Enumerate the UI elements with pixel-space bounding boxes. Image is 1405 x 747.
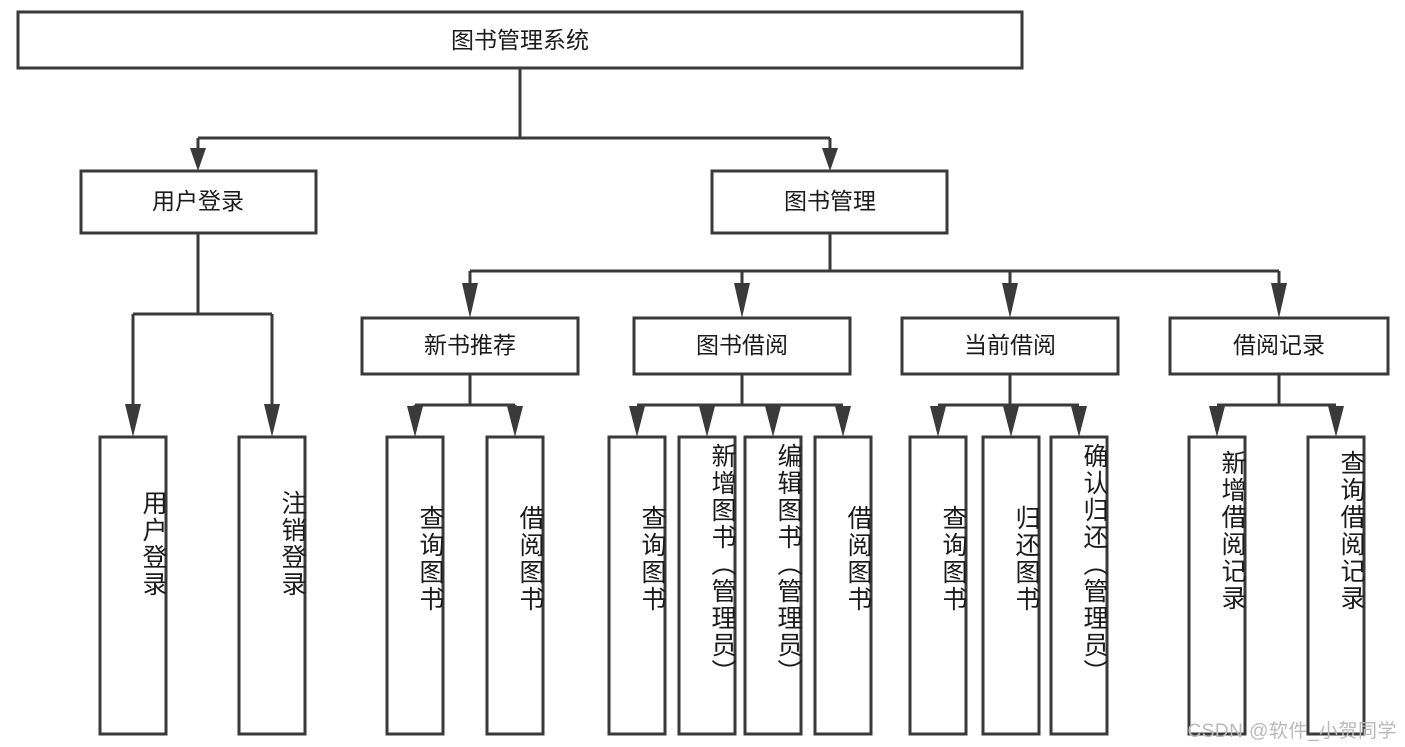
- arrow-to-leaf-query-book-recommend: [407, 406, 423, 437]
- node-user-login-box[interactable]: [79, 169, 318, 235]
- node-borrow-record-label: 借阅记录: [1233, 332, 1325, 358]
- node-leaf-user-login-box[interactable]: [98, 435, 168, 736]
- node-book-borrow-box[interactable]: [632, 316, 852, 376]
- arrow-to-book-borrow: [734, 283, 750, 318]
- node-new-book-recommend-box[interactable]: [360, 316, 580, 376]
- node-current-borrow[interactable]: 当前借阅: [900, 316, 1120, 376]
- node-book-manage-box[interactable]: [710, 169, 949, 235]
- node-leaf-query-book-current-box[interactable]: [908, 435, 968, 736]
- arrow-to-leaf-return-book: [1003, 406, 1019, 437]
- node-current-borrow-box[interactable]: [900, 316, 1120, 376]
- arrow-to-current-borrow: [1002, 283, 1018, 318]
- node-leaf-borrow-book-recommend-box[interactable]: [485, 435, 545, 736]
- node-new-book-recommend[interactable]: 新书推荐: [360, 316, 580, 376]
- node-user-login[interactable]: 用户登录: [79, 169, 318, 235]
- node-root[interactable]: 图书管理系统: [16, 10, 1024, 70]
- node-leaf-edit-book-admin-box[interactable]: [743, 435, 803, 736]
- watermark-text: CSDN @软件_小贺同学: [1187, 721, 1397, 742]
- node-user-login-label: 用户登录: [152, 188, 244, 214]
- node-leaf-query-book-borrow-box[interactable]: [607, 435, 667, 736]
- node-leaf-borrow-book-box[interactable]: [813, 435, 873, 736]
- arrow-to-leaf-borrow-book: [835, 406, 851, 437]
- arrow-to-leaf-query-book-borrow: [629, 406, 645, 437]
- arrow-to-leaf-confirm-return-admin: [1071, 406, 1087, 437]
- node-book-manage-label: 图书管理: [784, 188, 876, 214]
- node-leaf-user-logout-box[interactable]: [237, 435, 307, 736]
- arrow-to-leaf-query-book-current: [930, 406, 946, 437]
- arrow-to-book-manage: [822, 148, 838, 171]
- node-book-borrow[interactable]: 图书借阅: [632, 316, 852, 376]
- node-leaf-query-book-recommend-box[interactable]: [385, 435, 445, 736]
- arrow-to-borrow-record: [1271, 283, 1287, 318]
- node-book-borrow-label: 图书借阅: [696, 332, 788, 358]
- arrow-to-leaf-borrow-book-recommend: [507, 406, 523, 437]
- node-leaf-return-book-box[interactable]: [981, 435, 1041, 736]
- node-current-borrow-label: 当前借阅: [964, 332, 1056, 358]
- arrow-to-leaf-user-login: [125, 404, 141, 437]
- node-new-book-recommend-label: 新书推荐: [424, 332, 516, 358]
- connector-group: [125, 68, 1344, 437]
- node-borrow-record-box[interactable]: [1168, 316, 1390, 376]
- node-borrow-record[interactable]: 借阅记录: [1168, 316, 1390, 376]
- arrow-to-leaf-user-logout: [264, 404, 280, 437]
- arrow-to-leaf-add-borrow-record: [1209, 406, 1225, 437]
- arrow-to-new-book-recommend: [462, 283, 478, 318]
- arrow-to-leaf-edit-book-admin: [765, 406, 781, 437]
- node-leaf-add-borrow-record-box[interactable]: [1187, 435, 1247, 736]
- arrow-to-user-login: [190, 148, 206, 171]
- arrow-to-leaf-query-borrow-record: [1328, 406, 1344, 437]
- node-leaf-add-book-admin-box[interactable]: [677, 435, 737, 736]
- node-root-label: 图书管理系统: [451, 27, 589, 53]
- arrow-to-leaf-add-book-admin: [699, 406, 715, 437]
- node-root-box[interactable]: [16, 10, 1024, 70]
- node-leaf-confirm-return-admin-box[interactable]: [1049, 435, 1109, 736]
- node-book-manage[interactable]: 图书管理: [710, 169, 949, 235]
- node-leaf-query-borrow-record-box[interactable]: [1306, 435, 1366, 736]
- leaf-box-group: [98, 435, 1366, 736]
